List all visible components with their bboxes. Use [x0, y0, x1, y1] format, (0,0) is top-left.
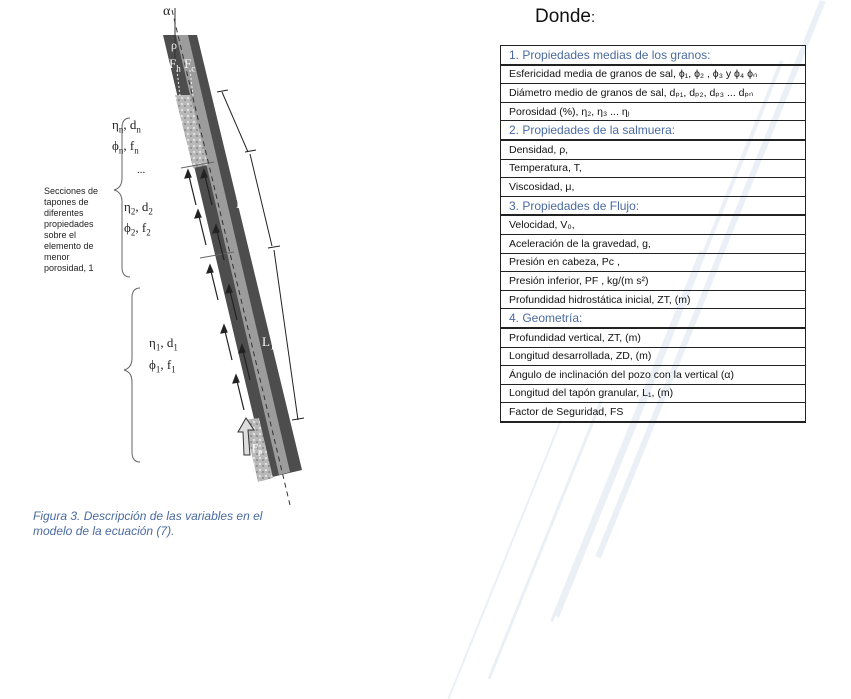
variable-cell: Diámetro medio de granos de sal, dₚ₁, dₚ… — [500, 83, 806, 103]
variable-cell: Profundidad hidrostática inicial, ZT, (m… — [500, 289, 806, 310]
force-arrows-down — [176, 69, 194, 97]
variable-cell: Longitud desarrollada, ZD, (m) — [500, 346, 806, 367]
figure-caption: Figura 3. Descripción de las variables e… — [33, 509, 263, 538]
ellipsis: ... — [137, 164, 146, 176]
section-braces — [113, 117, 141, 463]
variable-cell: Ángulo de inclinación del pozo con la ve… — [500, 365, 806, 385]
table-row: Esfericidad media de granos de sal, ϕ₁, … — [500, 63, 806, 85]
background-stripe — [447, 420, 562, 699]
table-row: Velocidad, V₀, — [500, 214, 806, 235]
table-row: Viscosidad, μ, — [500, 177, 806, 197]
variable-cell: Temperatura, T, — [500, 158, 806, 179]
side-note: Secciones de tapones de diferentes propi… — [44, 186, 99, 273]
variable-cell: Factor de Seguridad, FS — [500, 402, 806, 423]
grain-plug-top — [175, 95, 208, 168]
variable-cell: Densidad, ρ, — [500, 138, 806, 160]
section-title: 2. Propiedades de la salmuera: — [500, 120, 806, 141]
section-title: 3. Propiedades de Flujo: — [500, 195, 806, 217]
group-n-props-1: ηn, dn — [112, 117, 141, 135]
fp-arrow — [237, 417, 255, 456]
variable-cell: Velocidad, V₀, — [500, 214, 806, 235]
group-1-props-2: ϕ1, f1 — [149, 357, 176, 375]
section-title: 4. Geometría: — [500, 308, 806, 329]
table-row: Densidad, ρ, — [500, 138, 806, 160]
table-row: Ángulo de inclinación del pozo con la ve… — [500, 365, 806, 385]
table-row: Factor de Seguridad, FS — [500, 402, 806, 423]
group-n-props-2: ϕn, fn — [112, 138, 139, 156]
table-row: Presión en cabeza, Pc , — [500, 252, 806, 273]
table-row: Aceleración de la gravedad, g, — [500, 233, 806, 254]
table-section-header: 2. Propiedades de la salmuera: — [500, 120, 806, 141]
variable-cell: Esfericidad media de granos de sal, ϕ₁, … — [500, 63, 806, 85]
group-2-props-2: ϕ2, f2 — [124, 220, 151, 238]
variable-cell: Presión inferior, PF , kg/(m s²) — [500, 271, 806, 291]
l2-label: L2 — [236, 196, 249, 214]
variable-cell: Presión en cabeza, Pc , — [500, 252, 806, 273]
rho-label: ρ — [171, 38, 177, 52]
table-row: Longitud desarrollada, ZD, (m) — [500, 346, 806, 367]
fc-label: Fc — [184, 56, 196, 74]
pipe-bore — [176, 35, 290, 475]
variable-cell: Profundidad vertical, ZT, (m) — [500, 326, 806, 348]
grain-plug-bottom — [244, 418, 273, 482]
fh-label: Fh — [169, 56, 181, 74]
flow-arrows — [184, 168, 251, 411]
table-row: Temperatura, T, — [500, 158, 806, 179]
table-row: Diámetro medio de granos de sal, dₚ₁, dₚ… — [500, 83, 806, 103]
variables-table: 1. Propiedades medias de los granos:Esfe… — [500, 44, 806, 423]
table-row: Profundidad hidrostática inicial, ZT, (m… — [500, 289, 806, 310]
l1-label: L1 — [262, 334, 275, 352]
table-row: Porosidad (%), η₂, η₃ ... ηⱼ — [500, 101, 806, 122]
variable-cell: Longitud del tapón granular, L₁, (m) — [500, 383, 806, 404]
ln-label: Ln — [222, 122, 235, 140]
section-title: 1. Propiedades medias de los granos: — [500, 44, 806, 66]
fp-label: Fp — [252, 442, 263, 457]
table-row: Profundidad vertical, ZT, (m) — [500, 326, 806, 348]
table-row: Longitud del tapón granular, L₁, (m) — [500, 383, 806, 404]
pipe-diagram — [113, 8, 305, 506]
variable-cell: Aceleración de la gravedad, g, — [500, 233, 806, 254]
alpha-label: α — [163, 4, 171, 19]
table-section-header: 1. Propiedades medias de los granos: — [500, 44, 806, 66]
table-section-header: 4. Geometría: — [500, 308, 806, 329]
variable-cell: Porosidad (%), η₂, η₃ ... ηⱼ — [500, 101, 806, 122]
section-divider — [199, 251, 235, 259]
group-1-props-1: η1, d1 — [149, 335, 178, 353]
pipe-axis — [171, 9, 291, 506]
variable-cell: Viscosidad, μ, — [500, 177, 806, 197]
table-section-header: 3. Propiedades de Flujo: — [500, 195, 806, 217]
group-2-props-1: η2, d2 — [124, 199, 153, 217]
dimension-lines — [216, 89, 305, 421]
donde-heading: Donde: — [535, 6, 596, 27]
table-row: Presión inferior, PF , kg/(m s²) — [500, 271, 806, 291]
